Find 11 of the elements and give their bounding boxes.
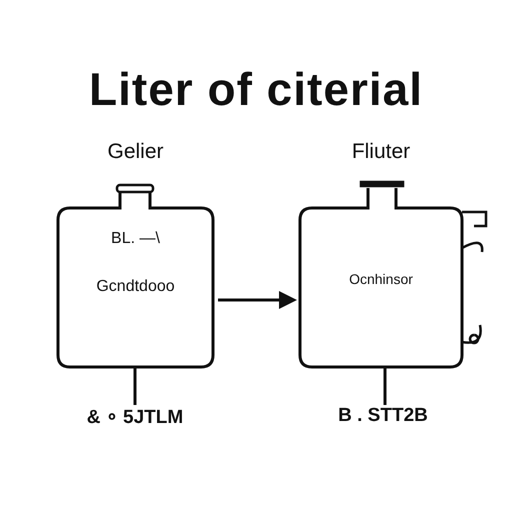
connector-line (384, 368, 386, 405)
arrow (218, 291, 297, 309)
vessel-text: Ocnhinsor (348, 271, 414, 287)
vessel-text: BL. —\ (110, 230, 161, 248)
connector-line (134, 368, 136, 405)
vessel-text: Gcndtdooo (95, 278, 176, 296)
vessel-heading: Gelier (106, 140, 165, 164)
vessel-heading: Fliuter (350, 140, 412, 164)
value-label: B . STT2B (337, 405, 429, 427)
title: Liter of citerial (88, 62, 424, 116)
value-label: & ∘ 5JTLM (86, 406, 184, 429)
